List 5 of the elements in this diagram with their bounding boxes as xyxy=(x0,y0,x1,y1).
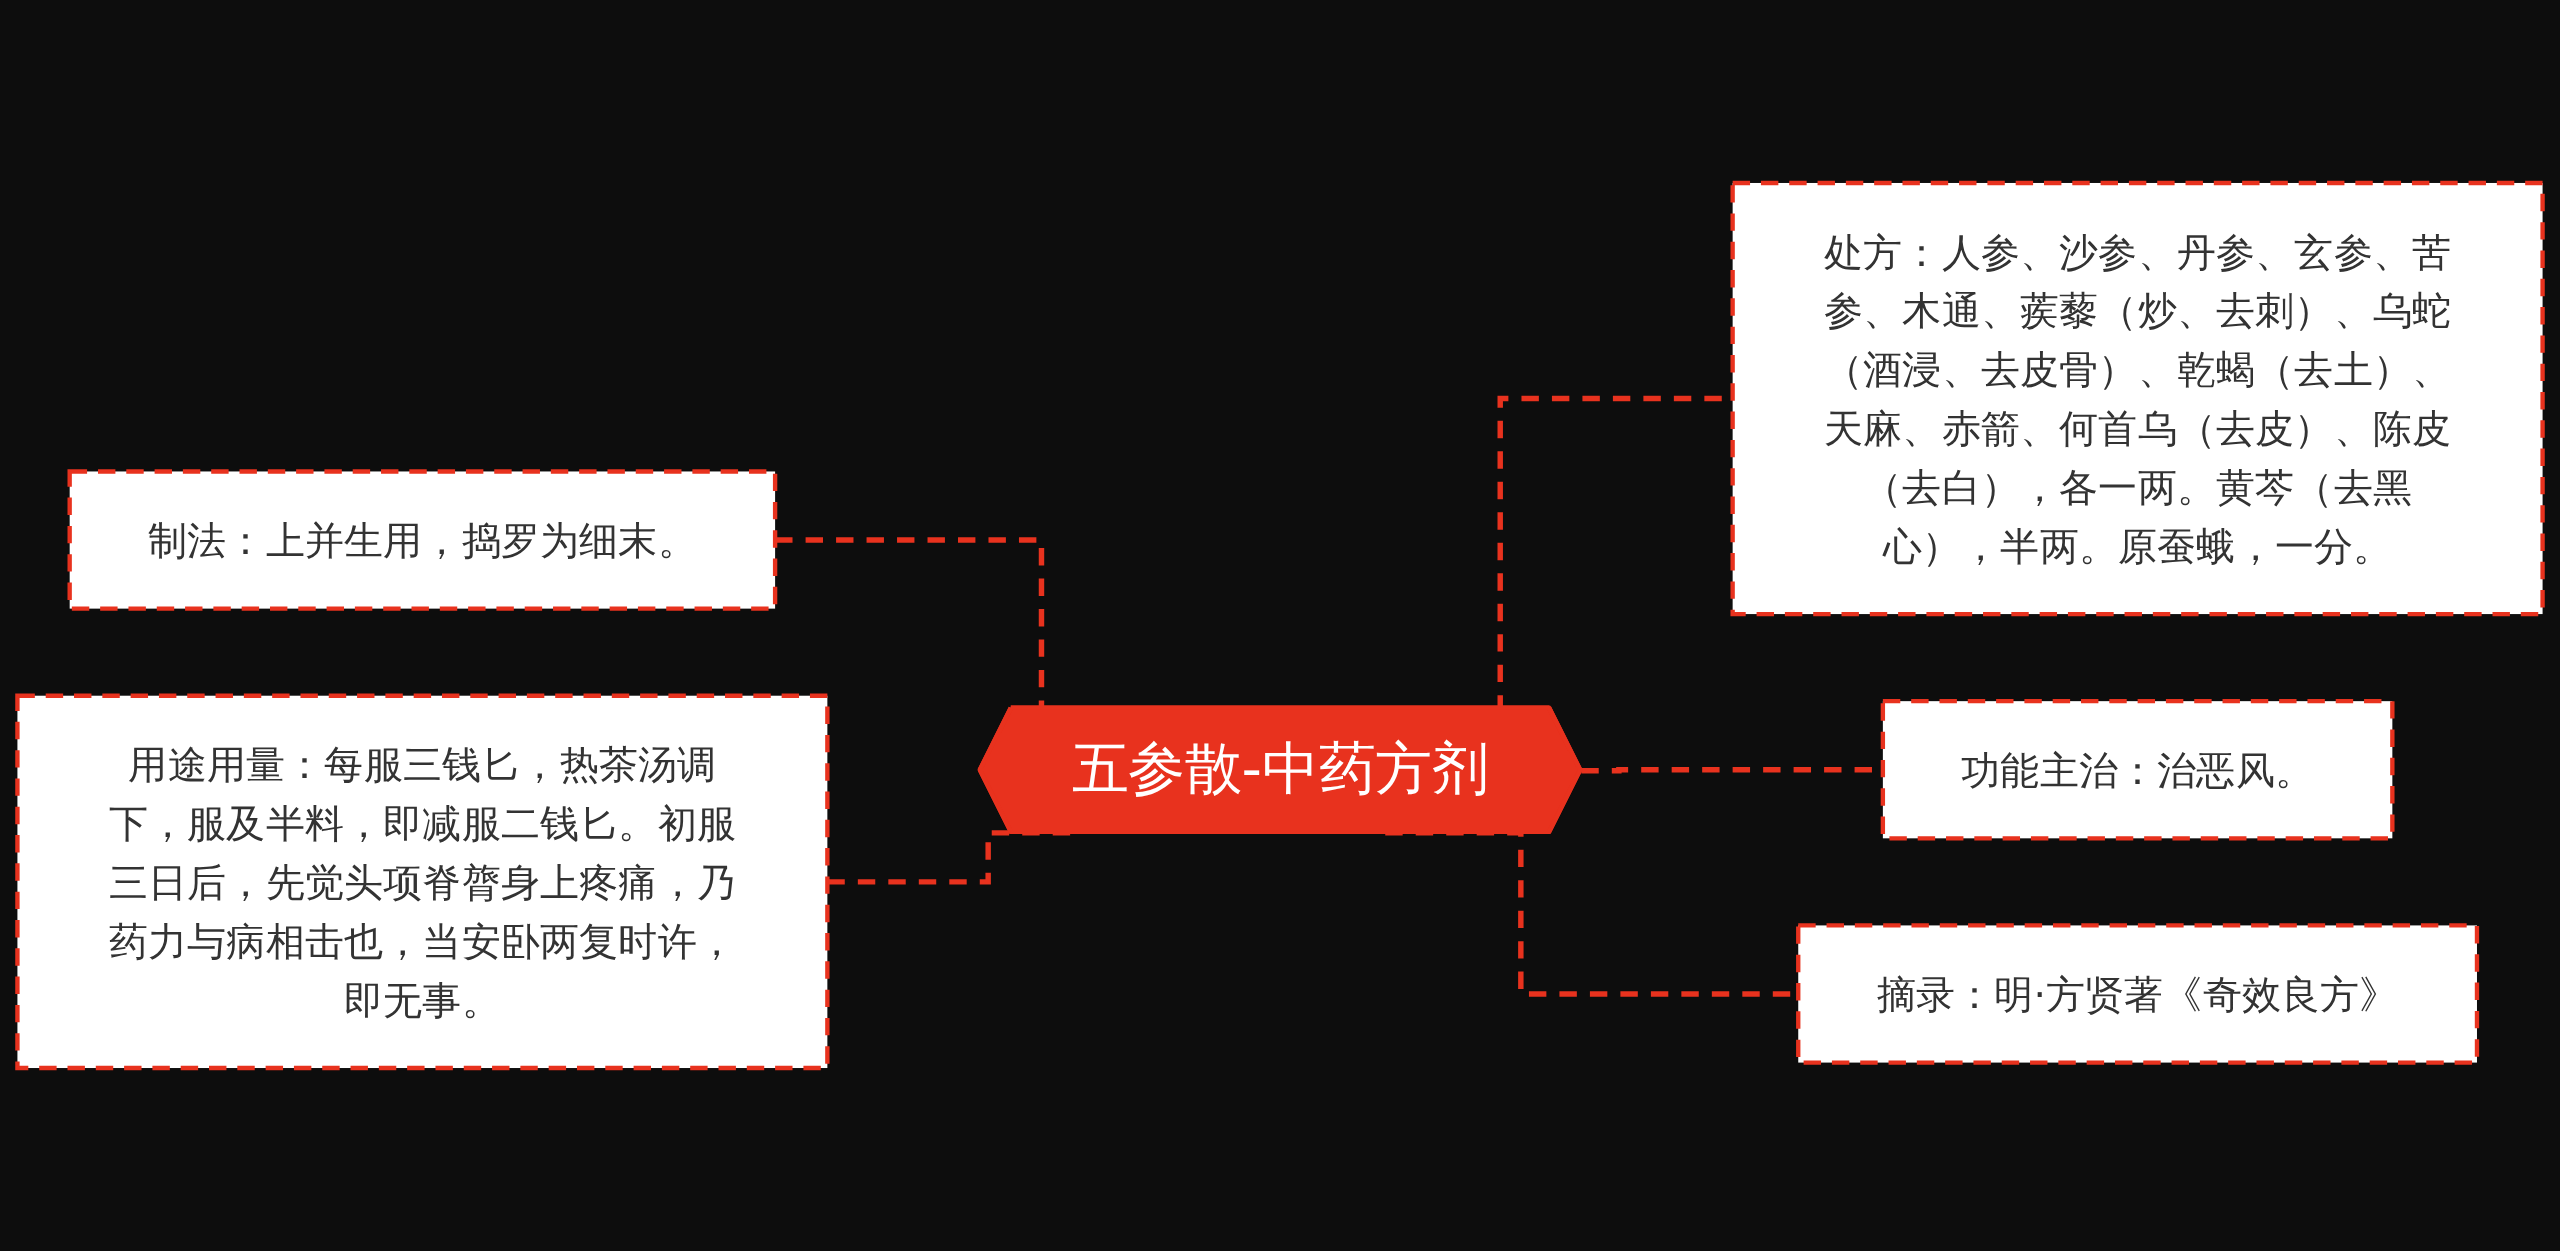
node-box: 制法：上并生用，捣罗为细末。 xyxy=(67,469,778,611)
node-box: 处方：人参、沙参、丹参、玄参、苦参、木通、蒺藜（炒、去刺）、乌蛇（酒浸、去皮骨）、乾蝎（去土）、天麻、赤箭、何首乌（去皮）、陈皮（去白），各一两。黄芩（去黑心），半两。原蚕蛾，一分。 xyxy=(1730,180,2545,617)
node-box: 摘录：明·方贤著《奇效良方》 xyxy=(1796,923,2480,1065)
node-box: 功能主治：治恶风。 xyxy=(1880,699,2395,841)
node-box: 用途用量：每服三钱匕，热茶汤调下，服及半料，即减服二钱匕。初服三日后，先觉头项脊膂身上疼痛，乃药力与病相击也，当安卧两复时许，即无事。 xyxy=(15,693,830,1071)
